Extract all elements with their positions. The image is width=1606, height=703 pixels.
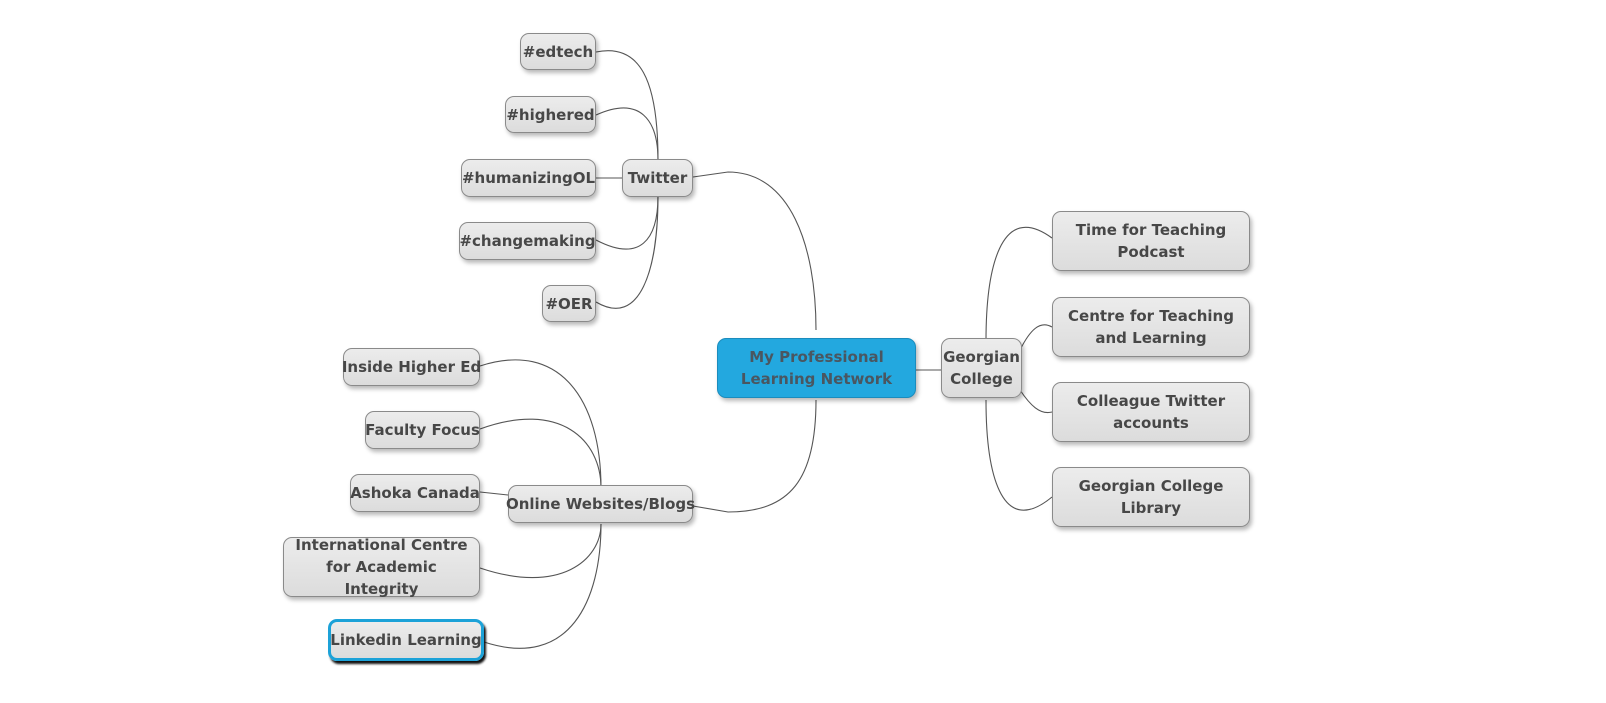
georgian-college-node[interactable]: Georgian College [941, 338, 1022, 398]
link-georgian-ctl [1019, 324, 1053, 351]
hashtag-edtech-node[interactable]: #edtech [520, 33, 596, 70]
faculty-focus-node[interactable]: Faculty Focus [365, 411, 480, 449]
linkedin-learning-node[interactable]: Linkedin Learning [328, 619, 484, 661]
link-georgian-library [985, 399, 1053, 511]
link-online-insidehighered [479, 359, 602, 489]
root-node[interactable]: My Professional Learning Network [717, 338, 916, 398]
link-online-ashoka [479, 491, 509, 496]
link-online-linkedin [483, 523, 602, 649]
colleague-twitter-accounts-node[interactable]: Colleague Twitter accounts [1052, 382, 1250, 442]
link-root-twitter [692, 171, 817, 331]
link-online-icai [479, 523, 602, 578]
hashtag-oer-node[interactable]: #OER [542, 285, 596, 322]
georgian-college-library-node[interactable]: Georgian College Library [1052, 467, 1250, 527]
link-twitter-edtech [595, 50, 659, 161]
link-twitter-oer [595, 195, 659, 309]
link-online-facultyfocus [479, 418, 602, 489]
international-centre-academic-integrity-node[interactable]: International Centre for Academic Integr… [283, 536, 480, 598]
link-georgian-colleague [1019, 389, 1053, 414]
link-twitter-changemaking [595, 195, 659, 250]
time-for-teaching-podcast-node[interactable]: Time for Teaching Podcast [1052, 211, 1250, 271]
centre-teaching-learning-node[interactable]: Centre for Teaching and Learning [1052, 297, 1250, 357]
hashtag-highered-node[interactable]: #highered [505, 96, 596, 133]
hashtag-changemaking-node[interactable]: #changemaking [459, 222, 596, 260]
inside-higher-ed-node[interactable]: Inside Higher Ed [342, 348, 481, 386]
link-root-online [692, 399, 817, 513]
link-twitter-highered [595, 107, 659, 161]
twitter-node[interactable]: Twitter [622, 159, 693, 197]
online-websites-blogs-node[interactable]: Online Websites/Blogs [506, 485, 695, 523]
hashtag-humanizingol-node[interactable]: #humanizingOL [461, 159, 596, 197]
ashoka-canada-node[interactable]: Ashoka Canada [350, 474, 480, 512]
link-georgian-podcast [985, 226, 1053, 342]
